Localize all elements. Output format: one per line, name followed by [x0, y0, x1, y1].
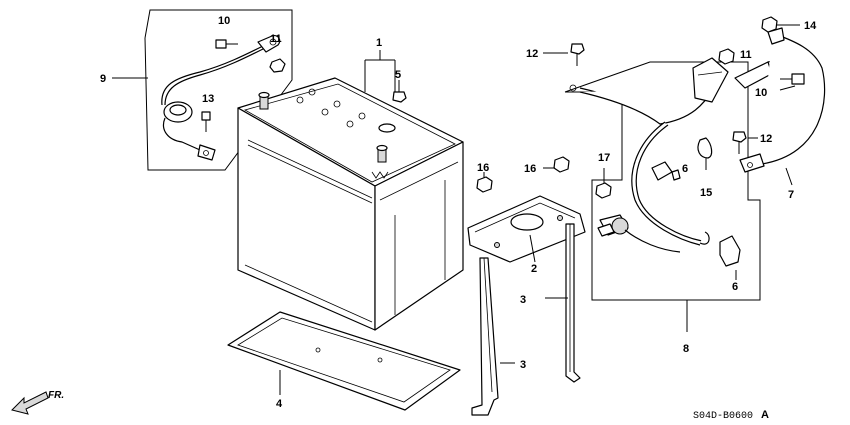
callout-5: 5: [395, 69, 401, 81]
callout-14: 14: [804, 20, 817, 32]
callout-16-right: 16: [524, 163, 536, 175]
callout-1: 1: [376, 37, 382, 49]
bolt-10-right: [779, 73, 805, 91]
battery-rods: [471, 223, 581, 416]
callout-12-upper: 12: [526, 48, 538, 60]
diagram-code-suffix: A: [761, 409, 769, 421]
front-label: FR.: [48, 390, 64, 401]
callout-11-left: 11: [270, 33, 282, 45]
positive-cable-group: [564, 57, 781, 332]
setting-plate: [467, 195, 586, 263]
callout-12-lower: 12: [760, 133, 772, 145]
nut-14: [761, 16, 800, 33]
diagram-code-text: S04D-B0600: [693, 411, 753, 422]
callout-13: 13: [202, 93, 214, 105]
battery-tray: [227, 311, 461, 411]
bolt-12-lower: [732, 131, 758, 154]
callout-9: 9: [100, 73, 106, 85]
nut-11-right: [718, 48, 735, 65]
ground-cable-7: [739, 27, 826, 186]
bolt-5: [392, 80, 407, 103]
callout-6-lower: 6: [732, 281, 738, 293]
diagram-code: S04D-B0600 A: [693, 409, 769, 422]
callout-6-upper: 6: [682, 163, 688, 175]
callout-8: 8: [683, 343, 689, 355]
callout-16-left: 16: [477, 162, 489, 174]
callout-3-lower: 3: [520, 359, 526, 371]
callout-3-upper: 3: [520, 294, 526, 306]
nuts-16: [476, 156, 570, 193]
callout-labels: 1 2 3 3 4 5 6 6 7 8 9 10 10 11 11 12 12 …: [100, 15, 817, 410]
negative-cable-group: [112, 9, 293, 171]
callout-11-right: 11: [740, 49, 752, 61]
callout-4: 4: [276, 398, 283, 410]
callout-17: 17: [598, 152, 610, 164]
callout-2: 2: [531, 263, 537, 275]
callout-15: 15: [700, 187, 712, 199]
callout-7: 7: [788, 189, 794, 201]
nut-17: [595, 168, 612, 199]
bolt-12-upper: [543, 43, 585, 66]
front-arrow-icon: [11, 391, 49, 415]
front-direction-indicator: FR.: [11, 390, 64, 415]
callout-10-right: 10: [755, 87, 767, 99]
battery: [237, 50, 464, 331]
callout-10-left: 10: [218, 15, 230, 27]
